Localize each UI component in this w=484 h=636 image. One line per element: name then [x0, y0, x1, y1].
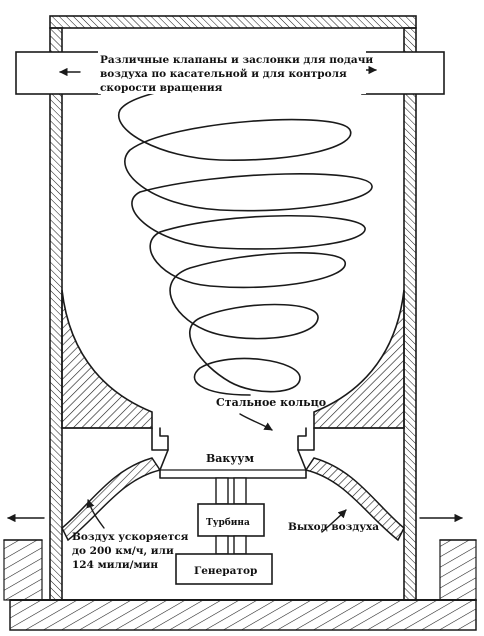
labels: Различные клапаны и заслонки для подачи …: [72, 50, 379, 577]
air-out-label: Выход воздуха: [288, 521, 379, 533]
vortex-spiral: [117, 78, 373, 396]
lower-chamber: [61, 427, 405, 542]
tower-walls: [49, 15, 417, 601]
shaft-assembly: [175, 477, 273, 585]
earth-blocks: [3, 539, 477, 601]
turbine-box: [197, 503, 265, 537]
valves-label-line3: скорости вращения: [100, 82, 223, 94]
air-accel-line1: Воздух ускоряется: [72, 531, 189, 543]
generator-label: Генератор: [194, 565, 257, 577]
valve-boxes: [15, 51, 445, 95]
air-accel-line3: 124 мили/мин: [72, 559, 158, 571]
turbine-label: Турбина: [206, 517, 250, 528]
steel-ring-label: Стальное кольцо: [216, 396, 326, 409]
funnel-walls: [61, 289, 405, 429]
generator-box: [175, 553, 273, 585]
valves-label-line2: воздуха по касательной и для контроля: [100, 68, 347, 80]
valves-label-line1: Различные клапаны и заслонки для подачи: [100, 54, 373, 66]
vacuum-label: Вакуум: [206, 452, 254, 465]
air-accel-line2: до 200 км/ч, или: [72, 545, 174, 557]
ground-strip: [9, 599, 477, 631]
